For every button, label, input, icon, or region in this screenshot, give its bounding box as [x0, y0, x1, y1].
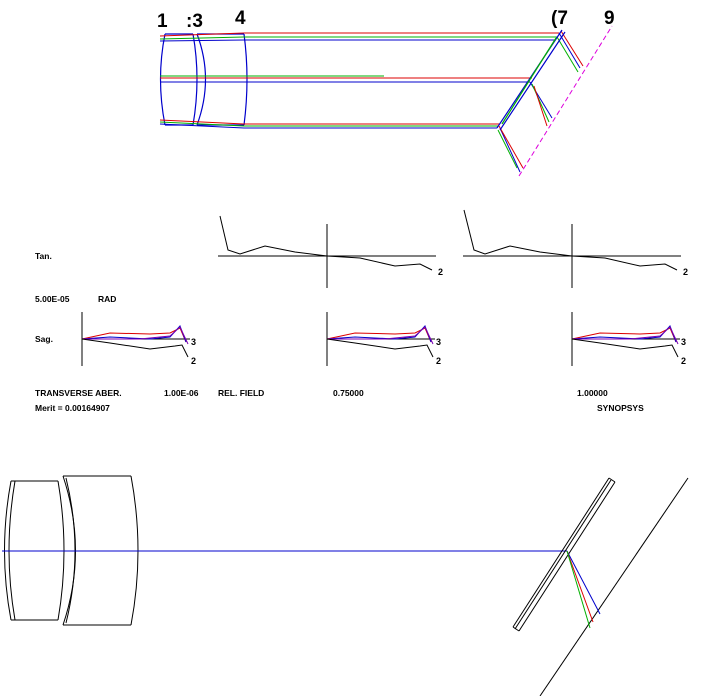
scale2-value: 1.00E-06	[164, 388, 199, 398]
reflected-ray-blue	[566, 550, 601, 615]
curve-label: 2	[681, 356, 686, 366]
surface-label-3: :3	[186, 11, 203, 32]
field-value-2: 1.00000	[577, 388, 608, 398]
curve-label: 3	[681, 337, 686, 347]
rel-field-label: REL. FIELD	[218, 388, 264, 398]
scale-unit: RAD	[98, 294, 116, 304]
program-name: SYNOPSYS	[597, 403, 644, 413]
surface-label-4: 4	[235, 8, 246, 29]
curve-label: 2	[438, 267, 443, 277]
ray-bundle	[159, 30, 584, 173]
tan-plot-field-2: 2	[463, 209, 688, 288]
large-image-plane	[539, 477, 689, 696]
fold-mirror	[496, 29, 566, 131]
enlarged-layout	[2, 475, 689, 696]
reflected-ray-red	[566, 550, 594, 623]
transverse-aber-title: TRANSVERSE ABER.	[35, 388, 122, 398]
surface-label-9: 9	[604, 8, 615, 29]
image-surface	[518, 25, 613, 177]
scale-value: 5.00E-05	[35, 294, 70, 304]
curve-label: 3	[436, 337, 441, 347]
sag-plot-field-0: 3 2	[81, 312, 196, 366]
field-value-1: 0.75000	[333, 388, 364, 398]
curve-label: 2	[683, 267, 688, 277]
tan-plot-field-1: 2	[218, 215, 443, 288]
sag-plot-field-2: 3 2	[571, 312, 686, 366]
merit-value: Merit = 0.00164907	[35, 403, 110, 413]
surface-label-7: (7	[551, 8, 568, 29]
tan-label: Tan.	[35, 251, 52, 261]
sag-plot-field-1: 3 2	[326, 312, 441, 366]
aberration-plots: Tan. 5.00E-05 RAD Sag. 2 2 3 2	[35, 209, 688, 413]
lens-layout: 1 :3 4 (7 9	[157, 8, 615, 177]
large-fold-mirror	[512, 477, 616, 632]
lens-element-1	[159, 33, 198, 126]
sag-label: Sag.	[35, 334, 53, 344]
reflected-ray-green	[566, 550, 591, 629]
lens-element-2	[196, 33, 248, 126]
surface-label-1: 1	[157, 11, 168, 32]
curve-label: 2	[436, 356, 441, 366]
curve-label: 2	[191, 356, 196, 366]
curve-label: 3	[191, 337, 196, 347]
